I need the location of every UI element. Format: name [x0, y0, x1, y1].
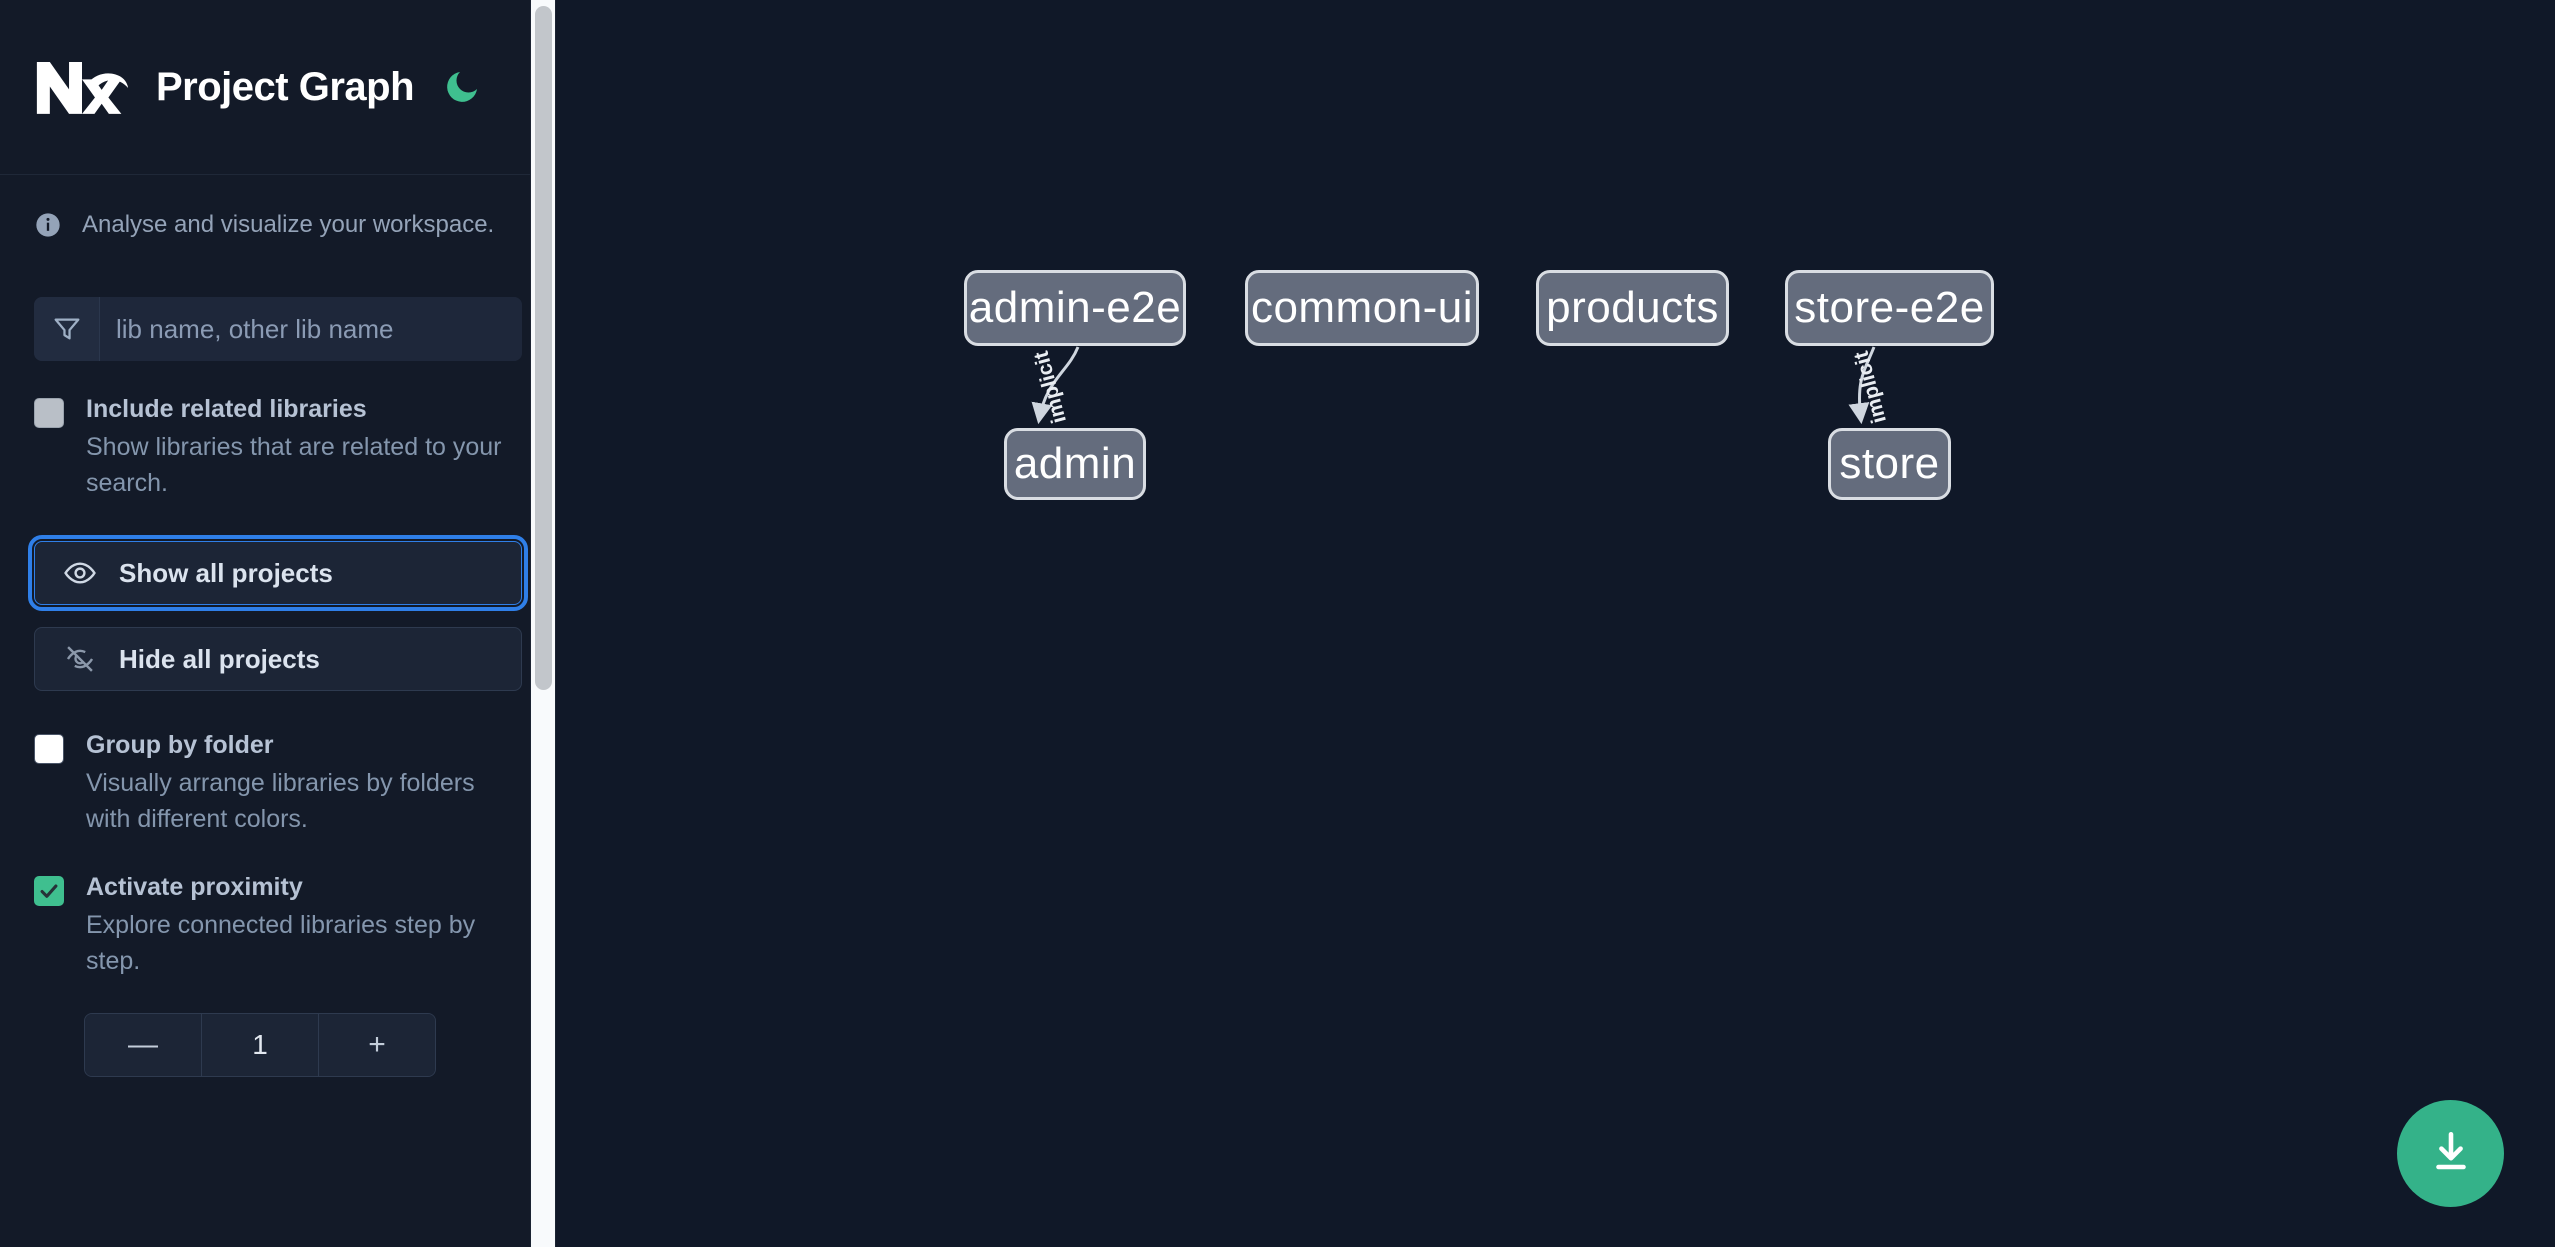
graph-node-label: store	[1839, 439, 1940, 488]
edge-store-e2e-store	[1848, 346, 1876, 425]
download-graph-button[interactable]	[2397, 1100, 2504, 1207]
visibility-button-group: Show all projects Hide all projects	[28, 535, 528, 691]
option-group-by-folder: Group by folder Visually arrange librari…	[34, 731, 522, 837]
proximity-stepper: — 1 +	[84, 1013, 436, 1077]
graph-node-label: common-ui	[1250, 283, 1474, 332]
graph-node-admin[interactable]: admin	[1004, 428, 1146, 500]
graph-node-store-e2e[interactable]: store-e2e	[1785, 270, 1994, 346]
graph-node-label: products	[1546, 283, 1719, 332]
option-include-related-libraries: Include related libraries Show libraries…	[34, 395, 522, 501]
sidebar-scrollbar[interactable]	[530, 0, 556, 1247]
graph-node-label: store-e2e	[1794, 283, 1985, 332]
sidebar-header: Project Graph	[0, 0, 556, 175]
graph-node-products[interactable]: products	[1536, 270, 1729, 346]
graph-edges	[1031, 346, 1876, 425]
search-row	[34, 297, 522, 361]
graph-node-label: admin	[1013, 439, 1137, 488]
workspace-tagline: Analyse and visualize your workspace.	[0, 175, 556, 269]
hide-all-projects-label: Hide all projects	[119, 643, 320, 674]
moon-icon[interactable]	[440, 65, 484, 109]
proximity-decrement-button[interactable]: —	[85, 1014, 201, 1076]
download-icon	[2426, 1127, 2476, 1180]
sidebar: Project Graph Analyse and visualize your…	[0, 0, 556, 1247]
page-title: Project Graph	[156, 64, 415, 109]
eye-icon	[63, 556, 97, 590]
activate-proximity-checkbox[interactable]	[34, 876, 64, 906]
graph-canvas[interactable]: implicit implicit admin-e2e common-ui pr…	[556, 0, 2555, 1247]
include-related-libraries-label: Include related libraries	[86, 395, 367, 423]
nx-logo-icon	[34, 56, 130, 118]
search-input[interactable]	[100, 297, 522, 361]
proximity-value[interactable]: 1	[201, 1014, 319, 1076]
activate-proximity-description: Explore connected libraries step by step…	[86, 910, 476, 975]
edge-admin-e2e-admin	[1031, 346, 1080, 425]
show-all-projects-label: Show all projects	[119, 557, 333, 588]
graph-node-label: admin-e2e	[968, 283, 1182, 332]
graph-node-common-ui[interactable]: common-ui	[1245, 270, 1479, 346]
include-related-libraries-checkbox[interactable]	[34, 398, 64, 428]
show-all-projects-button[interactable]: Show all projects	[28, 535, 528, 611]
option-activate-proximity: Activate proximity Explore connected lib…	[34, 873, 522, 979]
eye-slash-icon	[63, 642, 97, 676]
checkmark-icon	[40, 884, 58, 898]
hide-all-projects-button[interactable]: Hide all projects	[34, 627, 522, 691]
proximity-increment-button[interactable]: +	[319, 1014, 435, 1076]
sidebar-scrollbar-thumb[interactable]	[535, 6, 552, 690]
activate-proximity-label: Activate proximity	[86, 873, 303, 901]
group-by-folder-description: Visually arrange libraries by folders wi…	[86, 768, 475, 833]
filter-funnel-icon[interactable]	[34, 297, 100, 361]
info-icon	[34, 211, 62, 239]
include-related-libraries-description: Show libraries that are related to your …	[86, 432, 502, 497]
graph-node-store[interactable]: store	[1828, 428, 1951, 500]
tagline-text: Analyse and visualize your workspace.	[82, 211, 495, 238]
group-by-folder-label: Group by folder	[86, 731, 274, 759]
graph-node-admin-e2e[interactable]: admin-e2e	[964, 270, 1186, 346]
group-by-folder-checkbox[interactable]	[34, 734, 64, 764]
sidebar-body: Include related libraries Show libraries…	[0, 297, 556, 1077]
